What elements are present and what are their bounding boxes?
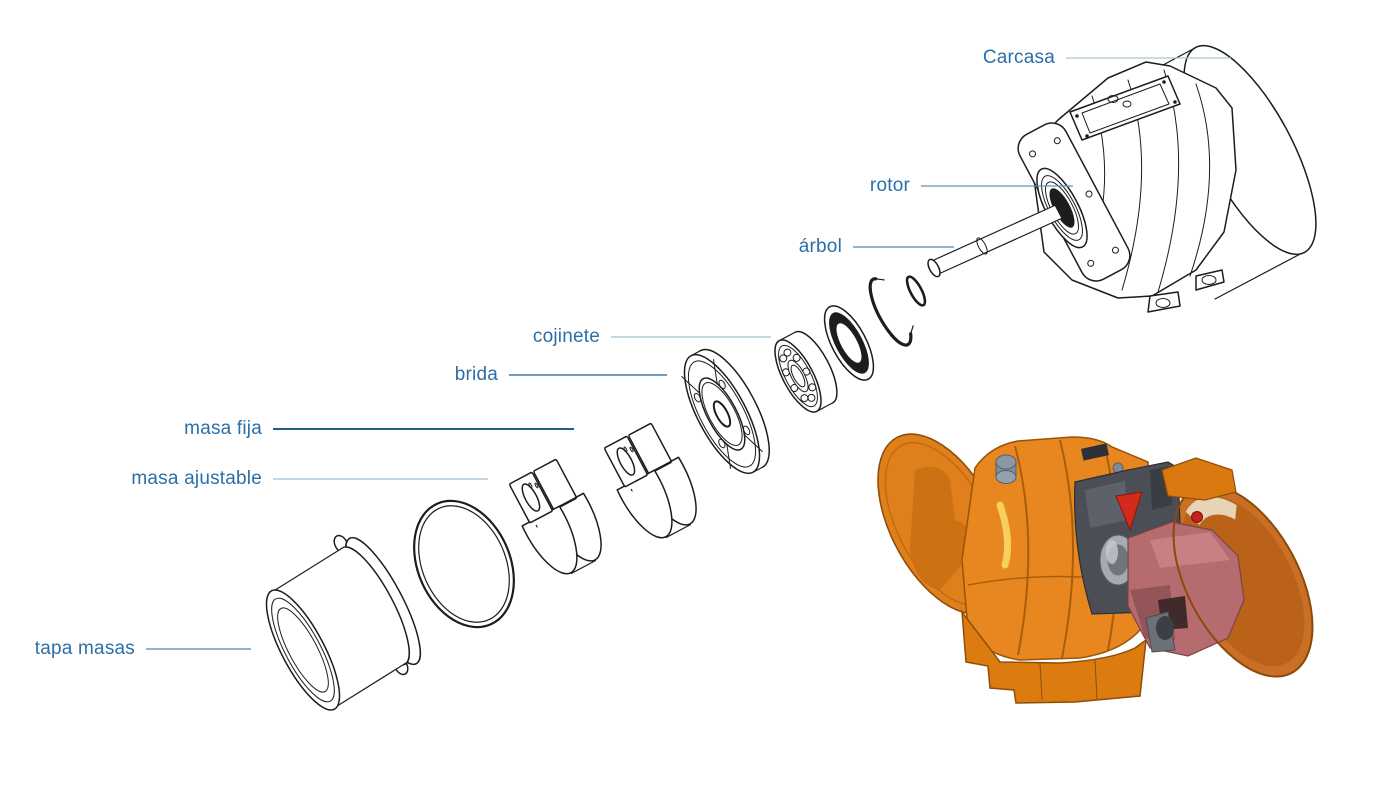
tapa-masas-drawing [265, 534, 422, 711]
circlip-drawing [868, 277, 914, 347]
label-cojinete: cojinete [532, 326, 600, 347]
leader-lines [146, 57, 1231, 650]
cover-top-flap [1161, 457, 1237, 501]
seal-drawing [823, 305, 875, 381]
assembled-motor-render [877, 433, 1314, 704]
label-tapa-masas: tapa masas [34, 638, 135, 659]
arbol-drawing [927, 204, 1063, 278]
motor-base [961, 609, 1147, 704]
masa-ajustable-drawing [501, 454, 615, 585]
brida-drawing [681, 348, 771, 475]
masa-fija-drawing [596, 418, 710, 549]
o-ring-drawing [413, 499, 515, 629]
cojinete-drawing [774, 330, 838, 413]
small-ring-drawing [905, 275, 927, 307]
label-masa-ajustable: masa ajustable [131, 468, 262, 489]
body-highlight [996, 501, 1012, 569]
red-arrow [1115, 491, 1143, 532]
label-arbol: árbol [798, 236, 842, 257]
red-indicator [1191, 511, 1203, 523]
carcasa-drawing [1017, 44, 1317, 313]
label-carcasa: Carcasa [982, 47, 1055, 68]
motor-top-hardware [995, 443, 1124, 484]
label-brida: brida [454, 364, 498, 385]
label-masa-fija: masa fija [184, 418, 262, 439]
label-rotor: rotor [869, 175, 910, 196]
